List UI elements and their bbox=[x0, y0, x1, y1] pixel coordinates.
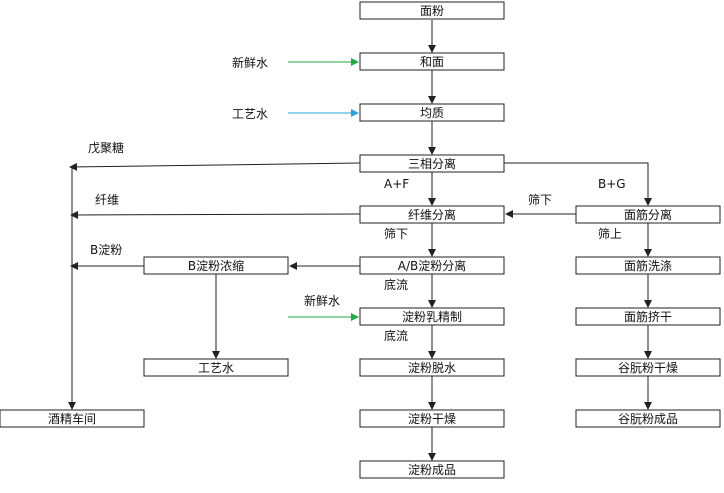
node-gluten-powder-product-label: 谷朊粉成品 bbox=[618, 412, 678, 426]
label-sieve-under-1: 筛下 bbox=[528, 192, 552, 207]
node-starch-dewater: 淀粉脱水 bbox=[359, 358, 505, 377]
label-underflow-2: 底流 bbox=[384, 328, 408, 343]
label-a-plus-f: A+F bbox=[384, 177, 409, 191]
node-gluten-powder-product: 谷朊粉成品 bbox=[575, 409, 721, 428]
node-b-starch-conc-label: B淀粉浓缩 bbox=[188, 258, 244, 273]
node-gluten-powder-dry-label: 谷朊粉干燥 bbox=[618, 361, 678, 375]
label-process-water-in: 工艺水 bbox=[232, 107, 268, 121]
node-homogenize-label: 均质 bbox=[420, 106, 444, 120]
node-gluten-sep-label: 面筋分离 bbox=[624, 207, 672, 222]
label-fresh-water-1: 新鲜水 bbox=[232, 55, 268, 70]
edge-three-phase-gluten-sep bbox=[504, 162, 652, 206]
node-flour: 面粉 bbox=[359, 1, 505, 20]
node-dough: 和面 bbox=[359, 52, 505, 71]
node-starch-product: 淀粉成品 bbox=[359, 460, 505, 479]
node-starch-product-label: 淀粉成品 bbox=[408, 463, 456, 477]
label-sieve-under-2: 筛下 bbox=[384, 226, 408, 241]
node-alcohol-workshop: 酒精车间 bbox=[0, 409, 145, 428]
label-fresh-water-2: 新鲜水 bbox=[304, 293, 340, 308]
node-ab-starch-sep-label: A/B淀粉分离 bbox=[398, 258, 467, 273]
node-homogenize: 均质 bbox=[359, 103, 505, 122]
node-dough-label: 和面 bbox=[420, 55, 444, 69]
label-fiber: 纤维 bbox=[95, 193, 119, 207]
node-starch-milk-refine-label: 淀粉乳精制 bbox=[402, 310, 462, 324]
node-starch-dry-label: 淀粉干燥 bbox=[408, 412, 456, 426]
node-three-phase-label: 三相分离 bbox=[408, 156, 456, 171]
label-pentosan: 戊聚糖 bbox=[88, 140, 124, 155]
node-starch-milk-refine: 淀粉乳精制 bbox=[359, 307, 505, 326]
label-sieve-over: 筛上 bbox=[598, 226, 622, 241]
node-gluten-wash-label: 面筋洗涤 bbox=[624, 258, 672, 273]
node-fiber-sep: 纤维分离 bbox=[359, 205, 505, 224]
node-process-water-out-label: 工艺水 bbox=[198, 361, 234, 375]
node-gluten-sep: 面筋分离 bbox=[575, 205, 721, 224]
node-gluten-squeeze-label: 面筋挤干 bbox=[624, 309, 672, 324]
node-three-phase: 三相分离 bbox=[359, 154, 505, 173]
label-b-starch: B淀粉 bbox=[90, 243, 122, 257]
node-starch-dry: 淀粉干燥 bbox=[359, 409, 505, 428]
label-underflow-1: 底流 bbox=[384, 277, 408, 292]
edge-three-phase-pentosan bbox=[69, 162, 361, 171]
edge-fiber-sep-fiber bbox=[70, 210, 361, 219]
node-flour-label: 面粉 bbox=[420, 4, 444, 18]
node-process-water-out: 工艺水 bbox=[143, 358, 289, 377]
node-alcohol-workshop-label: 酒精车间 bbox=[48, 411, 96, 426]
node-ab-starch-sep: A/B淀粉分离 bbox=[359, 256, 505, 275]
node-b-starch-conc: B淀粉浓缩 bbox=[143, 256, 289, 275]
node-gluten-wash: 面筋洗涤 bbox=[575, 256, 721, 275]
node-fiber-sep-label: 纤维分离 bbox=[408, 207, 456, 222]
node-gluten-powder-dry: 谷朊粉干燥 bbox=[575, 358, 721, 377]
node-gluten-squeeze: 面筋挤干 bbox=[575, 307, 721, 326]
label-b-plus-g: B+G bbox=[598, 177, 626, 191]
node-starch-dewater-label: 淀粉脱水 bbox=[408, 360, 456, 375]
